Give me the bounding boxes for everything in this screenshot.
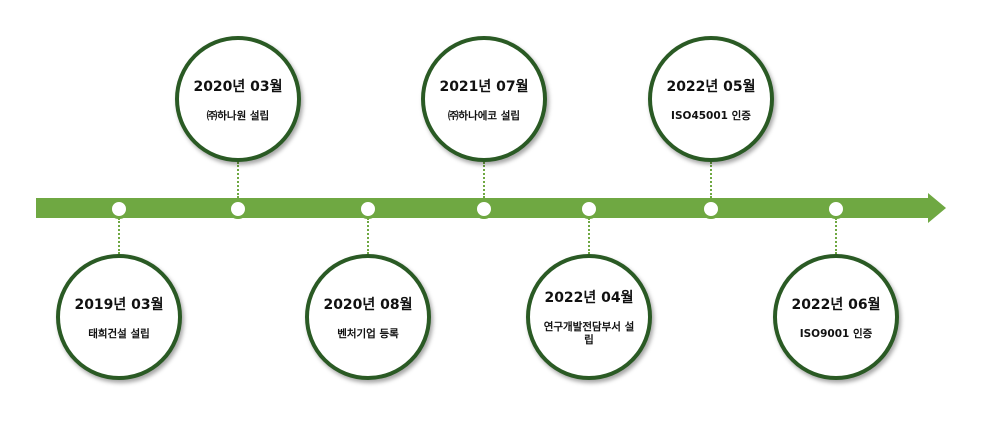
connector-line xyxy=(710,162,712,198)
timeline-dot xyxy=(579,199,599,219)
connector-line xyxy=(367,218,369,254)
milestone-description: ISO45001 인증 xyxy=(671,109,751,122)
milestone-date: 2022년 05월 xyxy=(666,78,756,95)
connector-line xyxy=(237,162,239,198)
milestone-circle: 2022년 06월 ISO9001 인증 xyxy=(773,254,899,380)
milestone-description: ISO9001 인증 xyxy=(799,327,873,340)
connector-line xyxy=(483,162,485,198)
timeline-dot xyxy=(358,199,378,219)
milestone-date: 2022년 06월 xyxy=(791,296,881,313)
milestone-description: 연구개발전담부서 설립 xyxy=(543,321,635,346)
milestone-date: 2019년 03월 xyxy=(74,296,164,313)
milestone-description: ㈜하나에코 설립 xyxy=(447,109,521,122)
milestone-description: 벤처기업 등록 xyxy=(337,327,399,340)
timeline-dot xyxy=(474,199,494,219)
timeline-dot xyxy=(826,199,846,219)
milestone-description: 태희건설 설립 xyxy=(88,327,150,340)
milestone-circle: 2020년 03월 ㈜하나원 설립 xyxy=(175,36,301,162)
milestone-date: 2022년 04월 xyxy=(544,290,634,307)
connector-line xyxy=(118,218,120,254)
milestone-circle: 2021년 07월 ㈜하나에코 설립 xyxy=(421,36,547,162)
milestone-date: 2021년 07월 xyxy=(439,78,529,95)
timeline-dot xyxy=(701,199,721,219)
milestone-description: ㈜하나원 설립 xyxy=(206,109,270,122)
timeline-arrow-head xyxy=(928,193,946,223)
milestone-circle: 2022년 05월 ISO45001 인증 xyxy=(648,36,774,162)
connector-line xyxy=(588,218,590,254)
timeline-dot xyxy=(109,199,129,219)
milestone-date: 2020년 08월 xyxy=(323,296,413,313)
milestone-date: 2020년 03월 xyxy=(193,78,283,95)
timeline-dot xyxy=(228,199,248,219)
connector-line xyxy=(835,218,837,254)
